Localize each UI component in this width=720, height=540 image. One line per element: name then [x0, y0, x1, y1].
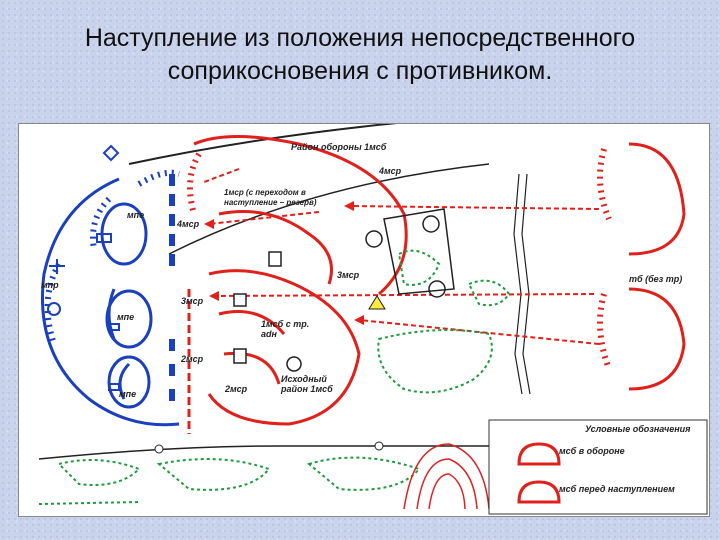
title-line-2: соприкосновения с противником. — [167, 57, 553, 85]
label-fire-area: Исходный район 1мсб — [281, 374, 333, 394]
attack-arrows — [203, 168, 600, 345]
map-drawing — [38, 124, 708, 515]
road-diagonal — [168, 163, 490, 255]
road-node-1 — [154, 444, 164, 454]
legend-symbol-1 — [517, 442, 561, 466]
legend-box — [488, 419, 708, 515]
forest-areas — [38, 249, 511, 505]
label-defense-area: Район обороны 1мсб — [291, 142, 387, 152]
legend-item-1: мсб в обороне — [559, 446, 625, 456]
enemy-symbols — [47, 144, 120, 391]
legend-symbol-2 — [517, 480, 561, 504]
label-tb: тб (без тр) — [629, 274, 683, 284]
warning-sign — [368, 295, 386, 310]
label-msr1-reserve: 1мср (с переходом в наступление – резерв… — [224, 188, 317, 207]
river-line-2 — [521, 173, 531, 395]
label-msr3-left: 3мср — [181, 296, 204, 306]
enemy-front-markers — [169, 174, 175, 401]
enemy-positions — [40, 169, 180, 427]
road-node-2 — [374, 441, 384, 451]
label-msr4-left: 4мср — [177, 219, 200, 229]
road-bottom — [38, 445, 489, 460]
legend-title: Условные обозначения — [585, 424, 691, 434]
legend-item-2: мсб перед наступлением — [559, 484, 675, 494]
label-mpe-mid: мпе — [117, 312, 135, 322]
label-msb1-tr: 1мсб с тр. adн — [261, 319, 310, 339]
title-line-1: Наступление из положения непосредственно… — [84, 24, 636, 52]
label-mpe-bottom: мпе — [119, 389, 137, 399]
label-msr2-b: 2мср — [225, 384, 248, 394]
arrow-heads — [204, 201, 364, 325]
hill-contours — [403, 443, 490, 510]
label-mpr: мпр — [41, 280, 59, 290]
label-msr4-top: 4мср — [379, 166, 402, 176]
road-top — [128, 124, 397, 165]
friendly-positions — [187, 135, 686, 426]
label-msr3-right: 3мср — [337, 270, 360, 280]
label-msr2-a: 2мср — [181, 354, 204, 364]
label-mpe-top: мпе — [127, 210, 145, 220]
slide-title: Наступление из положения непосредственно… — [0, 22, 720, 88]
tactical-map: Район обороны 1мсб 4мср 1мср (с переходо… — [18, 123, 710, 517]
triangle-position — [383, 208, 455, 295]
unit-symbols — [233, 215, 446, 372]
